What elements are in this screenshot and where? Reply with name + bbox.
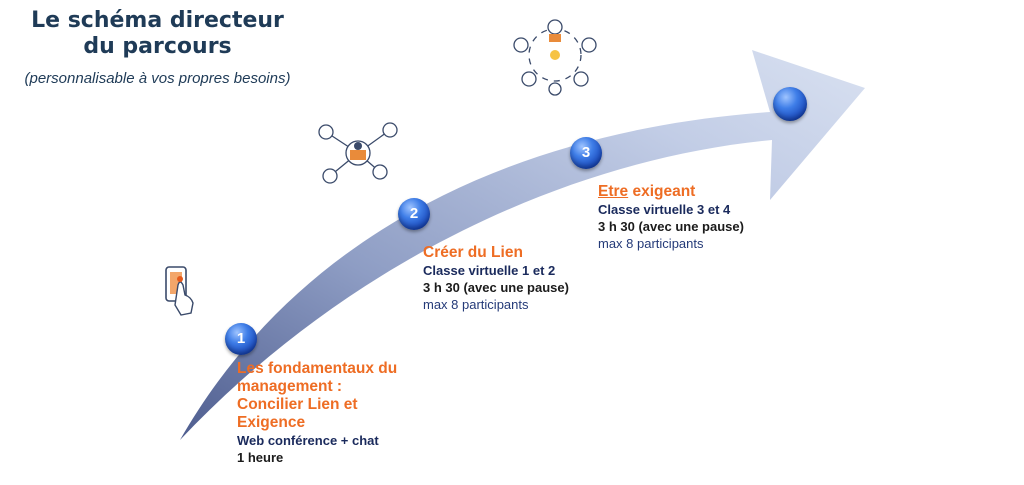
step-badge-2: 2 [398, 198, 430, 230]
step-2-title: Créer du Lien [423, 244, 523, 261]
step-1-title-line-2: management : [237, 378, 343, 395]
step-1-title-line-3: Concilier Lien et [237, 396, 358, 413]
step-3-title-b: exigeant [628, 183, 696, 200]
tablet-touch-icon [165, 266, 194, 316]
step-3-capacity: max 8 participants [598, 236, 704, 251]
step-2-duration: 3 h 30 (avec une pause) [423, 280, 569, 295]
arrow-body [180, 50, 865, 440]
step-1-duration: 1 heure [237, 450, 284, 465]
step-3-title-a: Etre [598, 183, 629, 200]
step-2-format: Classe virtuelle 1 et 2 [423, 263, 556, 278]
step-1-title-line-4: Exigence [237, 414, 306, 431]
step-1-title-line-1: Les fondamentaux du [237, 360, 398, 377]
step-3-duration: 3 h 30 (avec une pause) [598, 219, 744, 234]
step-badge-4 [773, 87, 807, 121]
step-3-title: Etre exigeant [598, 183, 798, 201]
step-1-format: Web conférence + chat [237, 433, 379, 448]
step-3-text: Etre exigeant Classe virtuelle 3 et 4 3 … [598, 183, 798, 252]
step-3-format: Classe virtuelle 3 et 4 [598, 202, 731, 217]
step-2-capacity: max 8 participants [423, 297, 529, 312]
page-title: Le schéma directeur du parcours [0, 8, 315, 60]
step-2-text: Créer du Lien Classe virtuelle 1 et 2 3 … [423, 244, 623, 313]
step-badge-3: 3 [570, 137, 602, 169]
page-title-line-1: Le schéma directeur [31, 8, 284, 33]
network-people-icon [318, 122, 398, 184]
team-cycle-icon [513, 19, 597, 96]
step-1-text: Les fondamentaux du management : Concili… [237, 360, 437, 466]
page-title-line-2: du parcours [83, 34, 232, 59]
step-badge-1: 1 [225, 323, 257, 355]
page-subtitle: (personnalisable à vos propres besoins) [24, 70, 291, 87]
